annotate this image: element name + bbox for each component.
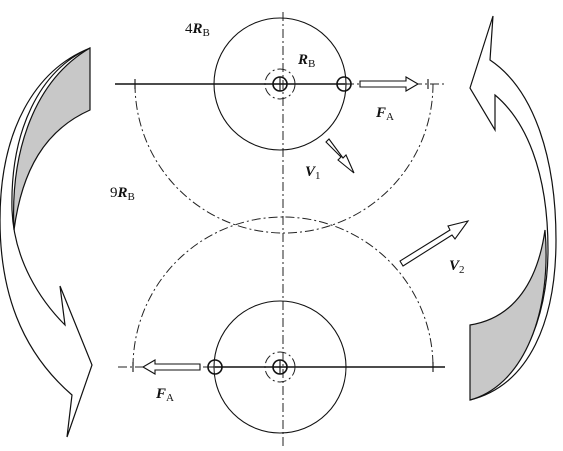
fa-top-label: FA: [375, 105, 394, 123]
outer-radius-label: 9RB: [110, 185, 135, 203]
top-force-arrow: [359, 76, 420, 92]
bottom-force-arrow: [141, 359, 201, 375]
top-wheel: [115, 17, 445, 151]
v1-label: V1: [305, 164, 321, 182]
left-rotation-arrow: [0, 46, 93, 438]
right-arrow-body: [469, 15, 557, 401]
left-arrow-shaded-band: [12, 46, 91, 231]
top-outer-path-arc: [134, 83, 434, 234]
right-rotation-arrow: [469, 15, 557, 401]
v2-velocity-arrow: [399, 220, 470, 267]
bottom-outer-path-arc: [132, 216, 434, 368]
v1-velocity-arrow: [325, 138, 355, 174]
fa-bottom-label: FA: [155, 386, 174, 404]
bottom-hub-dashed: [264, 351, 296, 383]
bottom-wheel: [118, 300, 445, 434]
top-radius-label: 4RB: [185, 21, 210, 39]
v2-label: V2: [449, 258, 465, 276]
rb-label: RB: [297, 52, 315, 70]
right-arrow-shaded-band: [469, 229, 547, 401]
left-arrow-body: [0, 47, 93, 438]
